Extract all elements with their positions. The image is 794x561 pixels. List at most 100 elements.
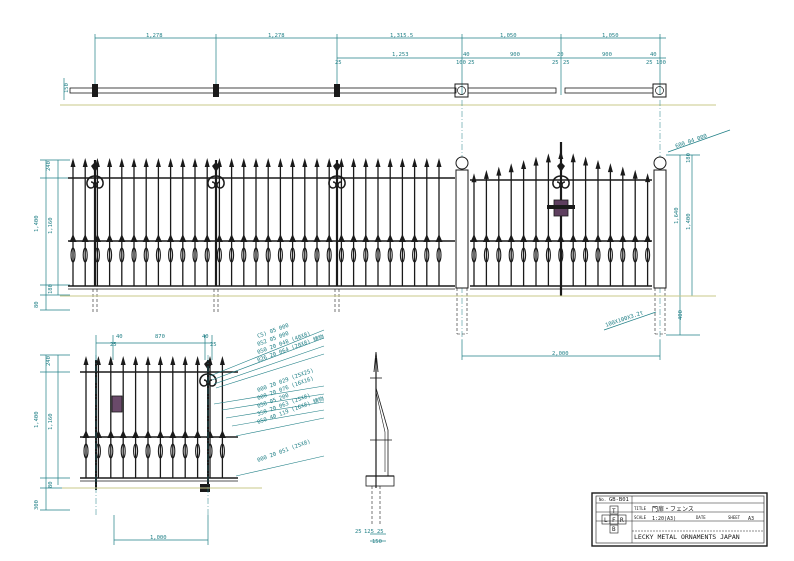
side-dim: 25 xyxy=(377,529,384,535)
twist-ornament xyxy=(107,247,113,263)
collar-ornament xyxy=(194,430,202,438)
twist-ornament xyxy=(521,247,527,263)
spear-finial xyxy=(645,173,651,183)
twist-ornament xyxy=(302,247,308,263)
elev-dim: 240 xyxy=(46,161,52,171)
collar-ornament xyxy=(362,234,370,242)
collar-ornament xyxy=(289,234,297,242)
elev-right-dim: 1,400 xyxy=(686,213,692,230)
twist-ornament xyxy=(645,247,651,263)
fleur-finial xyxy=(333,162,341,172)
title-label-no: No. xyxy=(599,497,606,502)
spear-finial xyxy=(620,166,626,176)
twist-ornament xyxy=(155,247,161,263)
elev-dim: 180 xyxy=(48,284,54,294)
spear-finial xyxy=(338,158,344,167)
spear-finial xyxy=(545,153,551,163)
scroll-left xyxy=(552,175,562,189)
spear-finial xyxy=(436,158,442,167)
twist-ornament xyxy=(241,247,247,263)
twist-ornament xyxy=(195,443,201,459)
twist-ornament xyxy=(168,247,174,263)
twist-ornament xyxy=(216,247,222,263)
detail-bottom-dim: 1,000 xyxy=(150,535,167,541)
scroll-left xyxy=(207,175,217,189)
spear-finial xyxy=(168,158,174,167)
callout-leader xyxy=(213,385,325,405)
plan-dim-5: 1,050 xyxy=(602,33,619,39)
plan-subdim: 1,253 xyxy=(392,52,409,58)
twist-ornament xyxy=(133,443,139,459)
twist-ornament xyxy=(182,443,188,459)
spear-finial xyxy=(277,158,283,167)
twist-ornament xyxy=(157,443,163,459)
plan-subdim: 25 xyxy=(552,60,559,66)
twist-ornament xyxy=(595,247,601,263)
collar-ornament xyxy=(532,234,540,242)
collar-ornament xyxy=(594,234,602,242)
plan-subdim: 900 xyxy=(510,52,520,58)
spear-finial xyxy=(195,356,201,365)
twist-ornament xyxy=(607,247,613,263)
drawing-number: GB-B01 xyxy=(609,497,629,503)
spear-finial xyxy=(119,158,125,167)
spear-finial xyxy=(108,356,114,365)
twist-ornament xyxy=(363,247,369,263)
elev-dim: 1,160 xyxy=(48,217,54,234)
spear-finial xyxy=(265,158,271,167)
scroll-left xyxy=(328,175,338,189)
collar-ornament xyxy=(423,234,431,242)
spear-finial xyxy=(483,169,489,179)
twist-ornament xyxy=(83,443,89,459)
side-dim: 25 xyxy=(355,529,362,535)
plan-left-dim: 150 xyxy=(64,83,70,93)
twist-ornament xyxy=(508,247,514,263)
collar-ornament xyxy=(203,234,211,242)
twist-ornament xyxy=(620,247,626,263)
twist-ornament xyxy=(143,247,149,263)
collar-ornament xyxy=(154,234,162,242)
twist-ornament xyxy=(387,247,393,263)
view-letter: F xyxy=(612,517,616,524)
plan-subdim: 100 xyxy=(656,60,666,66)
view-letter: B xyxy=(612,526,616,533)
spear-finial xyxy=(82,158,88,167)
twist-ornament xyxy=(119,247,125,263)
spear-finial xyxy=(155,158,161,167)
spear-finial xyxy=(120,356,126,365)
spear-finial xyxy=(253,158,259,167)
twist-ornament xyxy=(277,247,283,263)
plan-dim-1: 1,278 xyxy=(146,33,163,39)
plan-subdim: 25 xyxy=(646,60,653,66)
callout-post-cap: 600 04 000 xyxy=(675,133,708,149)
spear-finial xyxy=(302,158,308,167)
plan-subdim: 40 xyxy=(463,52,470,58)
collar-ornament xyxy=(569,234,577,242)
spear-finial xyxy=(570,153,576,163)
side-dim: 125 xyxy=(364,529,374,535)
detail-left-dim: 240 xyxy=(46,356,52,366)
fleur-finial xyxy=(557,162,565,172)
twist-ornament xyxy=(326,247,332,263)
scroll-right xyxy=(207,373,217,387)
collar-ornament xyxy=(107,430,115,438)
spear-finial xyxy=(521,159,527,169)
side-section: 25 125 25 150 xyxy=(355,351,395,545)
twist-ornament xyxy=(180,247,186,263)
spear-finial xyxy=(595,159,601,169)
elev-dim: 80 xyxy=(34,301,40,308)
collar-ornament xyxy=(313,234,321,242)
spear-finial xyxy=(471,173,477,183)
twist-ornament xyxy=(533,247,539,263)
collar-ornament xyxy=(644,234,652,242)
elev-right-dim: 1,640 xyxy=(674,207,680,224)
view-letter: T xyxy=(612,508,616,515)
twist-ornament xyxy=(290,247,296,263)
detail-elevation: 40 870 40 25 25 240 1,400 1,160 80 300 C… xyxy=(34,323,325,545)
spear-finial xyxy=(157,356,163,365)
fleur-finial xyxy=(91,162,99,172)
collar-ornament xyxy=(337,234,345,242)
collar-ornament xyxy=(470,234,478,242)
plan-view: 1,278 1,278 1,315.5 1,050 1,050 25 1,253… xyxy=(60,33,716,106)
